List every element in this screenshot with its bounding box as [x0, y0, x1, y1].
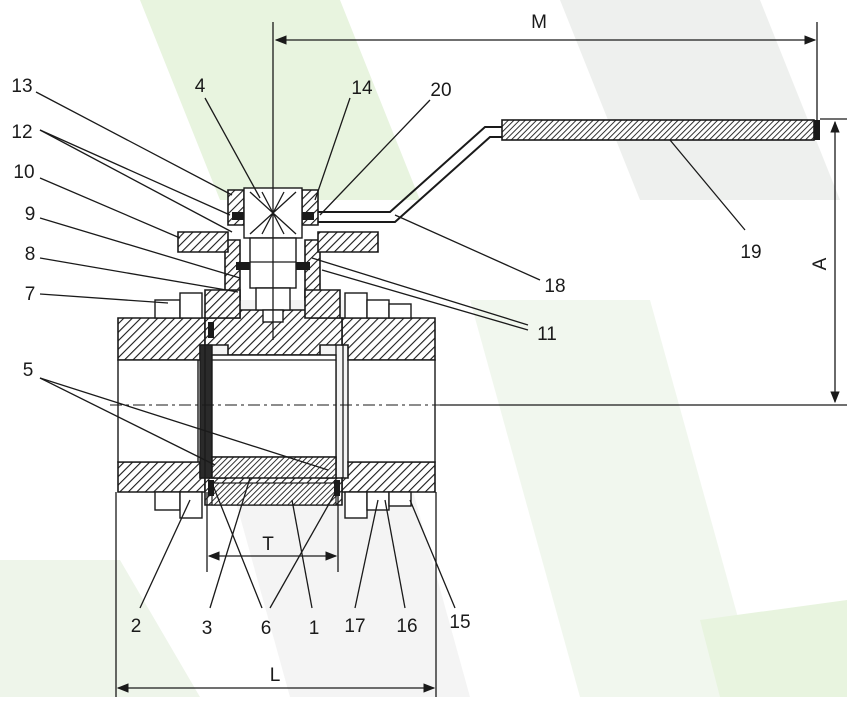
- part-label-17: 17: [344, 616, 365, 637]
- part-label-10: 10: [13, 162, 34, 183]
- part-label-5: 5: [23, 360, 34, 381]
- dimension-l-label: L: [270, 665, 281, 686]
- leader-lines: [35, 91, 746, 609]
- lever-handle: [318, 119, 820, 223]
- part-label-3: 3: [202, 618, 213, 639]
- part-label-6: 6: [261, 618, 272, 639]
- part-label-14: 14: [351, 78, 373, 99]
- part-label-4: 4: [195, 76, 206, 97]
- part-label-11: 11: [537, 324, 557, 345]
- part-label-1: 1: [309, 618, 320, 639]
- part-label-16: 16: [396, 616, 417, 637]
- part-label-7: 7: [25, 284, 36, 305]
- part-label-8: 8: [25, 244, 36, 265]
- dimension-m-label: M: [531, 12, 547, 33]
- valve-body: [110, 292, 445, 519]
- part-label-18: 18: [544, 276, 565, 297]
- part-label-19: 19: [740, 242, 761, 263]
- part-label-9: 9: [25, 204, 36, 225]
- stem-assembly: [177, 22, 379, 340]
- dimension-a-label: A: [810, 257, 831, 270]
- dimensions: [115, 22, 847, 697]
- dimension-t-label: T: [262, 534, 274, 555]
- part-label-20: 20: [430, 80, 451, 101]
- part-label-15: 15: [449, 612, 470, 633]
- part-label-2: 2: [131, 616, 142, 637]
- part-label-13: 13: [11, 76, 32, 97]
- part-label-12: 12: [11, 122, 32, 143]
